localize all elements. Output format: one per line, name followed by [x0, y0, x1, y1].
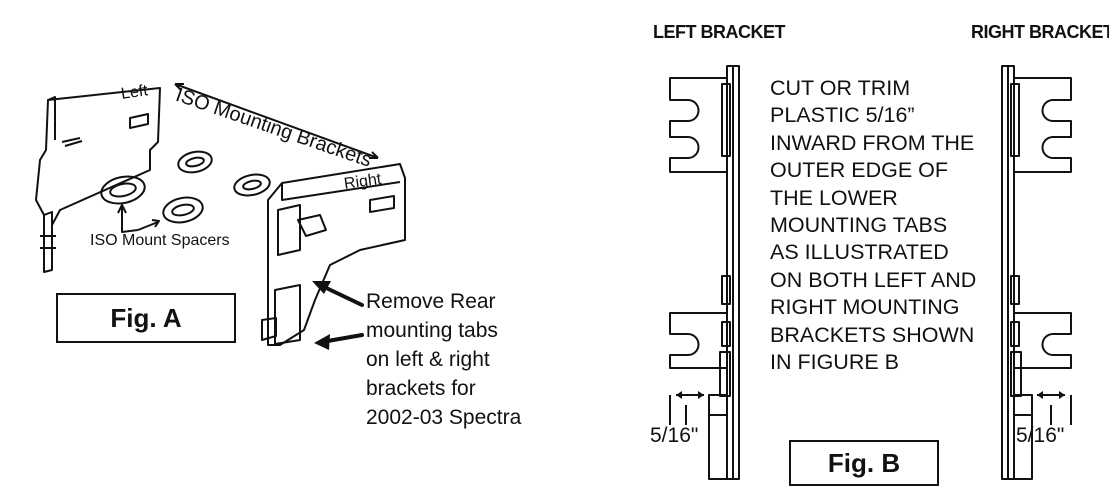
right-bracket-title: RIGHT BRACKET	[971, 22, 1109, 42]
iso-mount-spacers-label: ISO Mount Spacers	[90, 232, 230, 249]
iso-mount-spacer	[177, 150, 213, 174]
right-dimension-label: 5/16"	[1016, 424, 1065, 447]
left-bracket-profile	[669, 65, 740, 480]
trim-instructions: CUT OR TRIM PLASTIC 5/16” INWARD FROM TH…	[770, 76, 977, 375]
fig-a-label: Fig. A	[56, 293, 236, 343]
right-bracket-profile	[1001, 65, 1072, 480]
iso-mount-spacer	[233, 173, 271, 197]
left-bracket-title: LEFT BRACKET	[653, 22, 786, 42]
fig-b-label: Fig. B	[789, 440, 939, 486]
right-bracket-plate	[267, 163, 406, 346]
remove-note: Remove Rear mounting tabs on left & righ…	[366, 290, 522, 429]
iso-mount-spacer	[162, 196, 204, 224]
left-dimension-label: 5/16"	[650, 424, 699, 447]
iso-mount-spacer	[100, 175, 146, 205]
figure-a-drawing	[35, 83, 406, 350]
